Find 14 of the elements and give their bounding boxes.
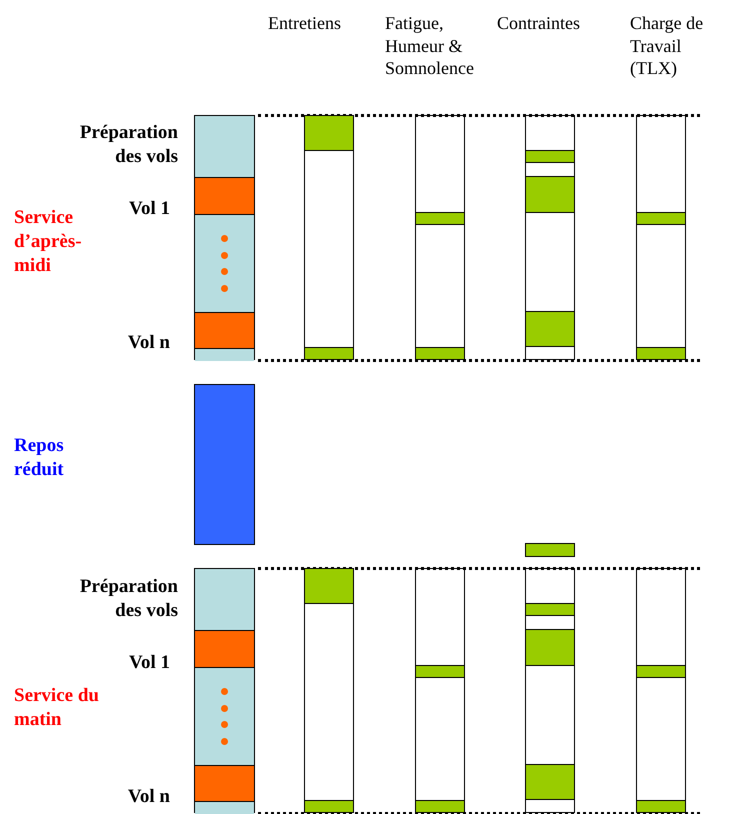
column-header: Entretiens [268,12,341,34]
shift-label: Service du matin [14,684,100,732]
column-header: Fatigue, Humeur & Somnolence [385,12,475,80]
column-header: Contraintes [497,12,580,34]
flight-label: Vol n [128,331,170,355]
phase-label: Préparation des vols [78,121,178,168]
flight-label: Vol 1 [128,197,170,221]
flight-label: Vol n [128,785,170,809]
flight-label: Vol 1 [128,651,170,675]
rest-label: Repos réduit [14,434,65,482]
phase-label: Préparation des vols [78,575,178,622]
shift-label: Service d’après-midi [14,206,83,278]
rest-bar [194,384,255,545]
column-header: Charge de Travail (TLX) [630,12,704,80]
